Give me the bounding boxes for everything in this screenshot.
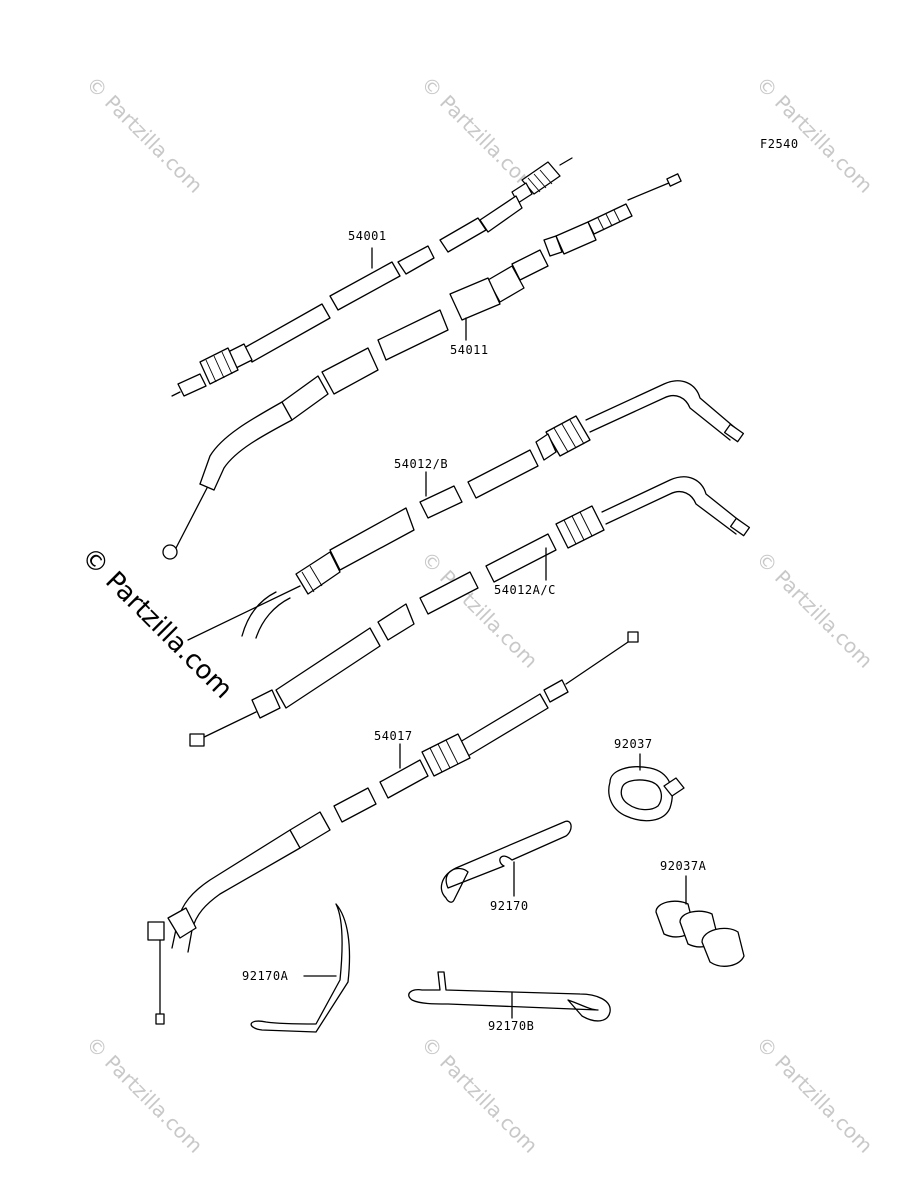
watermark: © Partzilla.com [751, 1032, 877, 1158]
cable-sleeve [439, 217, 487, 253]
cable-end [189, 733, 205, 747]
cable-adjuster [449, 277, 501, 321]
watermark-large: © Partzilla.com [75, 542, 238, 705]
part-label-54012-b[interactable]: 54012/B [394, 457, 448, 471]
watermark: © Partzilla.com [751, 72, 877, 198]
part-label-54017[interactable]: 54017 [374, 729, 413, 743]
part-label-54012a-c[interactable]: 54012A/C [494, 583, 556, 597]
throttle-cable-b[interactable]: 54012/B [187, 380, 745, 641]
cable-end [147, 921, 165, 941]
part-label-92170b[interactable]: 92170B [488, 1019, 534, 1033]
cable-core [171, 391, 181, 397]
cable-core [627, 179, 677, 201]
part-label-92170[interactable]: 92170 [490, 899, 529, 913]
part-label-54011[interactable]: 54011 [450, 343, 489, 357]
clamp-92170[interactable]: 92170 [440, 820, 572, 913]
speedometer-cable[interactable]: 54001 [171, 157, 573, 397]
cable-adjuster [545, 415, 591, 457]
tachometer-cable[interactable]: 54011 [162, 173, 682, 560]
watermark: © Partzilla.com [81, 1032, 207, 1158]
throttle-cable-a[interactable]: 54012A/C [189, 476, 751, 747]
part-label-92037a[interactable]: 92037A [660, 859, 707, 873]
choke-cable[interactable]: 54017 [147, 631, 639, 1025]
cable-core [565, 637, 635, 685]
cable-core [175, 487, 208, 549]
diagram-code: F2540 [760, 137, 799, 151]
cable-core [187, 585, 301, 641]
part-label-92170a[interactable]: 92170A [242, 969, 289, 983]
watermark: © Partzilla.com [416, 1032, 542, 1158]
cable-core [559, 157, 573, 166]
cable-end [162, 544, 178, 560]
part-label-54001[interactable]: 54001 [348, 229, 387, 243]
clamp-92170a[interactable]: 92170A [242, 903, 351, 1033]
watermark: © Partzilla.com [751, 547, 877, 673]
cable-core [197, 711, 257, 741]
clamp-92037a[interactable]: 92037A [655, 859, 745, 967]
clamp-92170b[interactable]: 92170B [408, 971, 611, 1033]
watermark: © Partzilla.com [81, 72, 207, 198]
clamp-92037[interactable]: 92037 [608, 737, 685, 822]
part-label-92037[interactable]: 92037 [614, 737, 653, 751]
